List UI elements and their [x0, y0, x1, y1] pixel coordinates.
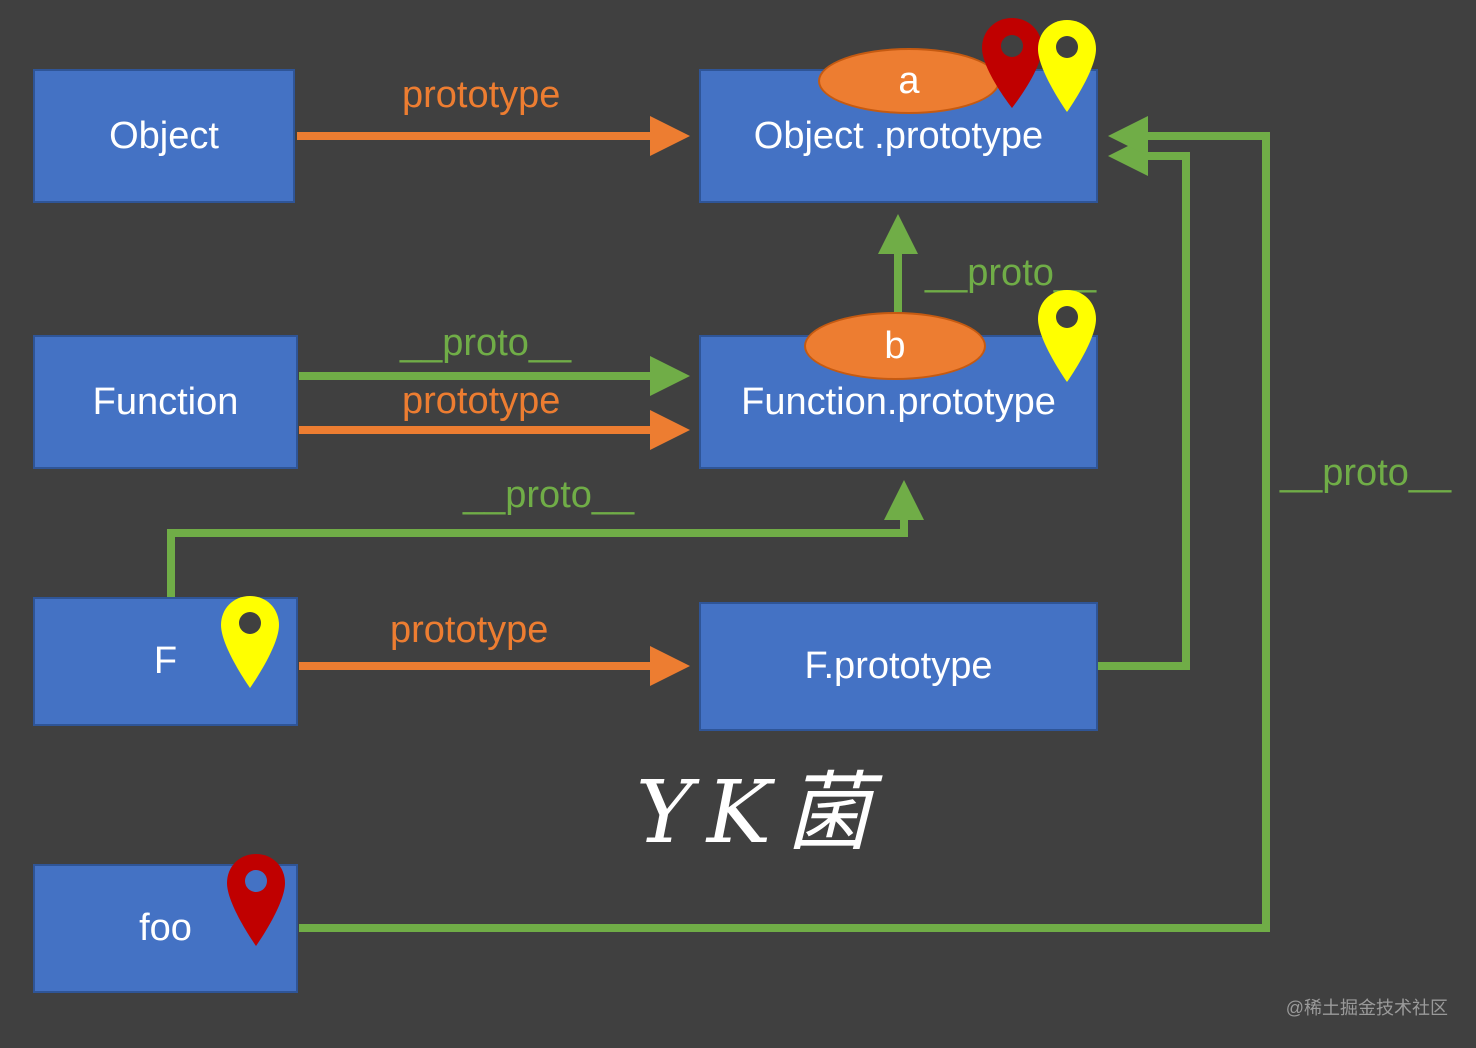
property-a-ellipse: a: [818, 48, 1000, 114]
node-object-prototype-label: Object .prototype: [753, 114, 1044, 157]
watermark: @稀土掘金技术社区: [1285, 998, 1448, 1018]
red-pin-icon: [982, 18, 1042, 108]
yellow-pin-icon: [1038, 290, 1096, 382]
node-function-label: Function: [92, 380, 239, 423]
property-b-ellipse: b: [804, 312, 986, 380]
label-foo-proto: __proto__: [1280, 452, 1452, 494]
label-f-proto: __proto__: [463, 474, 635, 516]
label-funcproto-objproto: __proto__: [925, 252, 1097, 294]
author-signature: YK菌: [636, 763, 886, 863]
label-function-proto: __proto__: [400, 322, 572, 364]
node-function-prototype-label: Function.prototype: [741, 380, 1056, 423]
property-a-label: a: [898, 59, 920, 102]
node-function: Function: [33, 335, 298, 469]
node-object: Object: [33, 69, 295, 203]
label-f-prototype: prototype: [390, 609, 549, 651]
label-function-prototype: prototype: [402, 380, 561, 422]
node-f-prototype-label: F.prototype: [804, 645, 993, 687]
yellow-pin-icon: [221, 596, 279, 688]
label-object-prototype: prototype: [402, 74, 561, 116]
node-f-prototype: F.prototype: [699, 602, 1098, 731]
node-foo-label: foo: [139, 907, 192, 949]
yellow-pin-icon: [1038, 20, 1096, 112]
arrow-foo-proto: [299, 116, 1270, 932]
property-b-label: b: [884, 324, 906, 367]
arrow-fproto-objproto: [1098, 136, 1190, 670]
arrow-f-proto: [167, 480, 924, 598]
node-f-label: F: [153, 640, 178, 682]
red-pin-icon: [227, 854, 285, 946]
node-object-label: Object: [109, 114, 219, 157]
